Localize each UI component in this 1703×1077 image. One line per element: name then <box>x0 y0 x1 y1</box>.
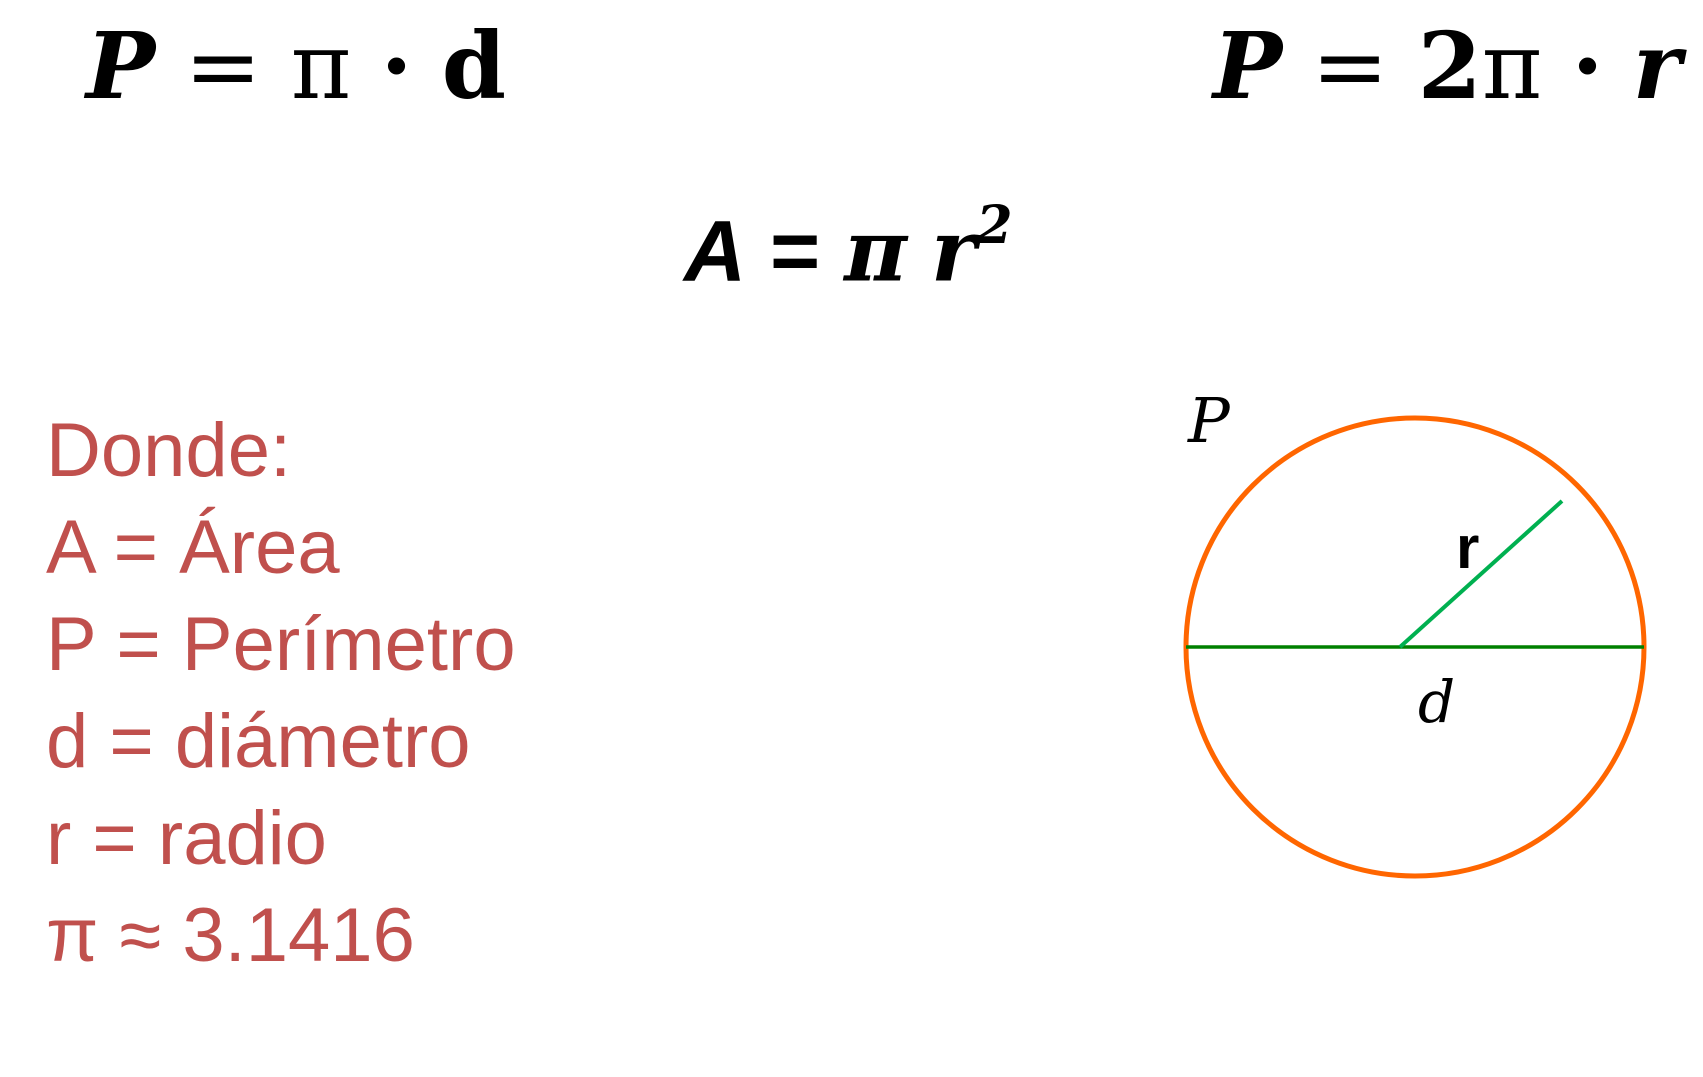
formula-pi: π <box>290 13 352 120</box>
formula-perimeter-symbol: P <box>86 12 156 120</box>
radius-line <box>1398 499 1564 649</box>
formula-pi: π <box>844 200 908 302</box>
formula-equals: = <box>1311 13 1389 120</box>
formula-exponent: 2 <box>976 195 1013 256</box>
perimeter-label: P <box>1187 384 1231 457</box>
perimeter-diameter-formula: P = π · d <box>86 20 506 113</box>
formula-perimeter-symbol: P <box>1213 12 1283 120</box>
legend-item-pi: π ≈ 3.1416 <box>46 893 415 978</box>
formula-pi: π <box>1481 13 1543 120</box>
legend-heading: Donde: <box>46 408 292 493</box>
formula-equals: = <box>770 203 821 300</box>
diameter-label: d <box>1418 668 1455 736</box>
formula-dot: · <box>1571 12 1604 120</box>
formula-radius-var: r <box>1632 12 1682 120</box>
radius-label: r <box>1456 514 1479 581</box>
legend: Donde: A = Área P = Perímetro d = diámet… <box>46 402 516 984</box>
formula-coefficient: 2 <box>1417 12 1482 120</box>
formula-radius-var: r <box>931 200 977 302</box>
legend-item-perimeter: P = Perímetro <box>46 602 516 687</box>
formula-area-symbol: A <box>684 203 747 300</box>
legend-item-area: A = Área <box>46 505 340 590</box>
perimeter-radius-formula: P = 2π · r <box>1213 20 1681 113</box>
formula-diameter-var: d <box>441 12 507 120</box>
formula-dot: · <box>380 12 413 120</box>
formula-equals: = <box>184 13 262 120</box>
area-formula: A = π r2 <box>684 200 1013 295</box>
legend-item-radius: r = radio <box>46 796 327 881</box>
circle-diagram: P r d <box>1183 384 1647 879</box>
legend-item-diameter: d = diámetro <box>46 699 471 784</box>
